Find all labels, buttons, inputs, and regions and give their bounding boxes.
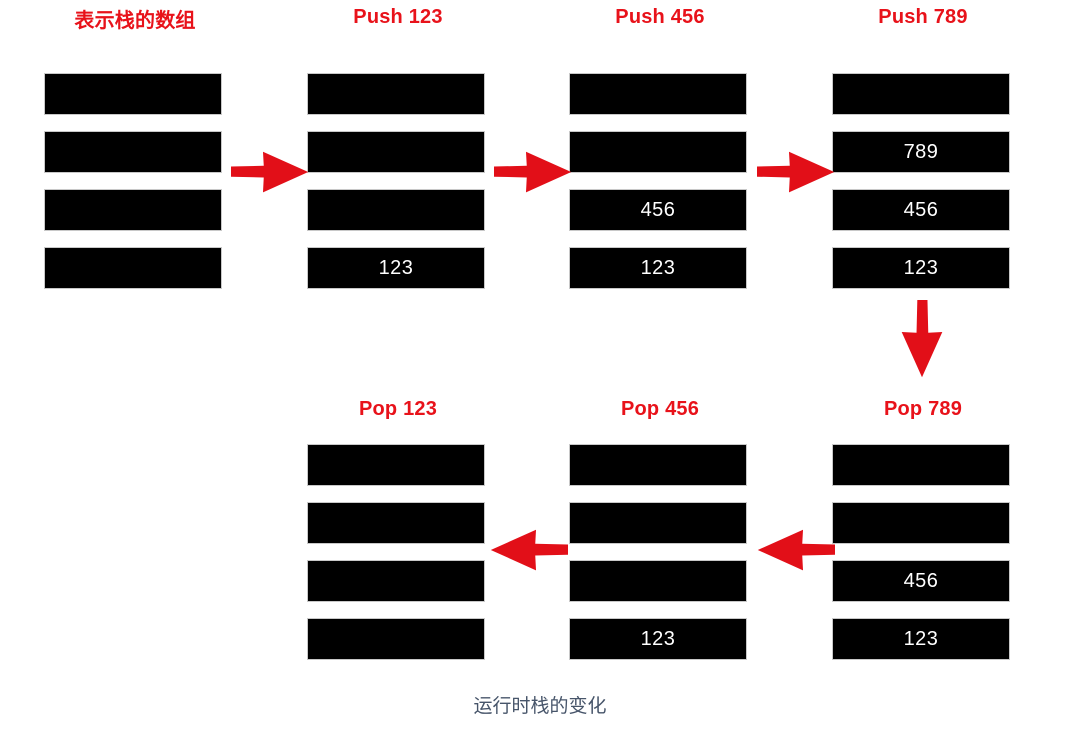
arrow-left-1 xyxy=(757,525,835,575)
stack-cell[interactable] xyxy=(569,502,747,544)
stack-column xyxy=(44,73,222,289)
column-title: Pop 123 xyxy=(358,398,438,420)
stack-column: 123 xyxy=(569,444,747,660)
stack-cell[interactable] xyxy=(832,73,1010,115)
stack-cell[interactable]: 789 xyxy=(832,131,1010,173)
stack-cell[interactable] xyxy=(307,189,485,231)
arrow-down-1 xyxy=(897,300,947,378)
stack-cell[interactable] xyxy=(44,131,222,173)
stack-cell[interactable] xyxy=(307,131,485,173)
column-title: Pop 456 xyxy=(620,398,700,420)
arrow-left-2 xyxy=(490,525,568,575)
column-title: Push 123 xyxy=(353,6,443,28)
stack-cell[interactable] xyxy=(307,502,485,544)
stack-cell[interactable]: 123 xyxy=(832,618,1010,660)
stack-column: 123 xyxy=(307,73,485,289)
stack-cell-value: 456 xyxy=(903,570,939,592)
stack-cell[interactable] xyxy=(307,560,485,602)
stack-cell-value: 123 xyxy=(903,257,939,279)
stack-cell[interactable] xyxy=(569,444,747,486)
stack-cell-value: 123 xyxy=(378,257,414,279)
stack-cell[interactable] xyxy=(569,73,747,115)
arrow-right-2 xyxy=(494,147,572,197)
stack-cell-value: 456 xyxy=(640,199,676,221)
stack-cell[interactable]: 123 xyxy=(569,247,747,289)
stack-cell[interactable] xyxy=(307,73,485,115)
column-title: 表示栈的数组 xyxy=(74,10,196,32)
column-title: Push 456 xyxy=(615,6,705,28)
stack-cell[interactable] xyxy=(832,502,1010,544)
stack-cell[interactable]: 456 xyxy=(832,560,1010,602)
stack-cell-value: 456 xyxy=(903,199,939,221)
stack-column: 456 123 xyxy=(832,444,1010,660)
column-title: Push 789 xyxy=(878,6,968,28)
stack-cell[interactable]: 123 xyxy=(832,247,1010,289)
stack-cell[interactable] xyxy=(307,618,485,660)
stack-column: 789 456 123 xyxy=(832,73,1010,289)
stack-cell[interactable] xyxy=(569,560,747,602)
stack-cell-value: 123 xyxy=(903,628,939,650)
column-title: Pop 789 xyxy=(883,398,963,420)
stack-column xyxy=(307,444,485,660)
stack-cell[interactable] xyxy=(44,247,222,289)
arrow-right-3 xyxy=(757,147,835,197)
stack-cell[interactable]: 123 xyxy=(569,618,747,660)
stack-cell[interactable] xyxy=(44,189,222,231)
figure-caption: 运行时栈的变化 xyxy=(473,696,607,717)
stack-cell[interactable] xyxy=(307,444,485,486)
stack-cell-value: 123 xyxy=(640,257,676,279)
stack-cell-value: 789 xyxy=(903,141,939,163)
stack-cell[interactable]: 123 xyxy=(307,247,485,289)
stack-column: 456 123 xyxy=(569,73,747,289)
stack-cell[interactable]: 456 xyxy=(569,189,747,231)
stack-cell[interactable]: 456 xyxy=(832,189,1010,231)
stack-cell-value: 123 xyxy=(640,628,676,650)
stack-cell[interactable] xyxy=(569,131,747,173)
arrow-right-1 xyxy=(231,147,309,197)
stack-cell[interactable] xyxy=(44,73,222,115)
stack-cell[interactable] xyxy=(832,444,1010,486)
